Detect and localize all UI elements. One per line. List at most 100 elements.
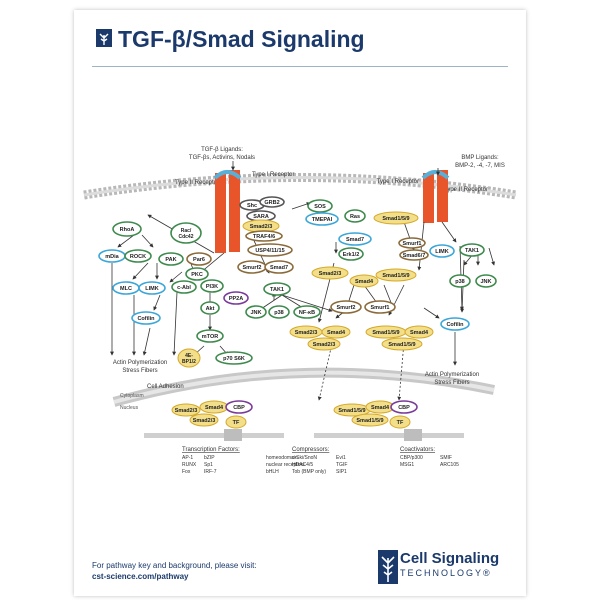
coactivators-title: Coactivators:	[400, 447, 435, 453]
footer-note: For pathway key and background, please v…	[92, 560, 257, 582]
cell-membrane	[83, 173, 517, 200]
node-label: NF-κB	[299, 310, 315, 316]
node-nu-l-cbp: CBP	[225, 400, 253, 414]
node-pkc: PKC	[185, 267, 209, 281]
node-nu-l-smad4: Smad4	[199, 400, 229, 414]
node-p38-r: p38	[449, 274, 471, 288]
factor-cell: Evi1	[336, 455, 346, 461]
tgf-type1-receptor-label: Type I Receptor	[252, 172, 294, 178]
factor-cell: RUNX	[182, 462, 197, 468]
factor-cell: HDAC4/5	[292, 462, 313, 468]
stress-fibers-left: Stress Fibers	[122, 368, 157, 374]
bmp-ligand-list: BMP-2, -4, -7, MIS	[455, 163, 505, 169]
factor-cell: CBP/p300	[400, 455, 423, 461]
node-smurf2-b: Smurf2	[330, 300, 362, 314]
node-limk-r: LIMK	[429, 244, 455, 258]
node-label: Smurf1	[371, 305, 390, 311]
node-label: TMEPAI	[312, 217, 333, 223]
factor-cell: TGIF	[336, 462, 347, 468]
node-label: Smad2/3	[313, 342, 336, 348]
node-cx-l-smad23: Smad2/3	[289, 325, 323, 339]
node-label: p38	[274, 310, 283, 316]
cell-adhesion-label: Cell Adhesion	[147, 384, 184, 390]
node-label: TAK1	[465, 248, 479, 254]
node-label: Smad1/5/9	[372, 330, 399, 336]
node-smad159-mid: Smad1/5/9	[375, 268, 417, 282]
node-jnk-r: JNK	[475, 274, 497, 288]
node-label: CBP	[398, 405, 410, 411]
node-label: Smurf1	[403, 241, 422, 247]
node-label: 4E-	[185, 353, 193, 359]
node-label: Smad2/3	[193, 418, 216, 424]
node-smad7-a: Smad7	[264, 260, 294, 274]
node-label: p70 S6K	[223, 356, 245, 362]
node-label: ROCK	[130, 254, 146, 260]
bmp-receptor	[421, 170, 450, 223]
factor-cell: Sp1	[204, 462, 213, 468]
actin-polymerization-left: Actin Polymerization	[113, 360, 167, 366]
node-label: Smad1/5/9	[388, 342, 415, 348]
brand-name: Cell Signaling	[400, 550, 500, 567]
node-mdia: mDia	[98, 249, 126, 263]
node-label: Cofilin	[446, 322, 464, 328]
node-p38-c: p38	[268, 305, 290, 319]
node-label: LIMK	[435, 249, 448, 255]
tgf-ligand-list: TGF-βs, Activins, Nodals	[189, 155, 255, 161]
node-nu-l-smad23b: Smad2/3	[189, 413, 219, 427]
node-label: LIMK	[145, 286, 158, 292]
node-rock: ROCK	[124, 249, 152, 263]
node-smad7-b: Smad7	[338, 232, 372, 246]
node-label: Smad4	[205, 405, 224, 411]
node-label: USP4/11/15	[255, 248, 284, 254]
bmp-type2-receptor-label: Type II Receptor	[444, 187, 488, 193]
node-label: Rac/	[181, 228, 192, 234]
node-tak1-c: TAK1	[263, 282, 291, 296]
node-pi3k: PI3K	[200, 279, 224, 293]
node-label: Smad4	[355, 279, 374, 285]
poster-sheet: TGF-β/Smad Signaling TGF-β Ligands: TGF	[74, 10, 526, 596]
node-limk-l: LIMK	[138, 281, 166, 295]
node-smurf1-b: Smurf1	[364, 300, 396, 314]
node-label: PKC	[191, 272, 203, 278]
node-nu-l-smad23: Smad2/3	[171, 403, 201, 417]
factor-cell: nuclear receptors	[266, 462, 305, 468]
title-text: TGF-β/Smad Signaling	[118, 26, 365, 52]
node-smad4-mid: Smad4	[349, 274, 379, 288]
node-nu-l-tf: TF	[225, 415, 247, 429]
node-p70: p70 S6K	[215, 351, 253, 365]
node-label: Par6	[193, 257, 205, 263]
node-ras: Ras	[344, 209, 366, 223]
node-label: PI3K	[206, 284, 218, 290]
pathway-diagram: TGF-β Ligands: TGF-βs, Activins, Nodals …	[83, 147, 517, 475]
node-nu-r-smad4: Smad4	[365, 400, 395, 414]
node-pp2a: PP2A	[223, 291, 249, 305]
cytoplasm-label: Cytoplasm	[120, 393, 144, 399]
node-jnk-c: JNK	[245, 305, 267, 319]
node-smurf1-r: Smurf1	[398, 237, 426, 249]
node-mlc: MLC	[112, 281, 140, 295]
factor-cell: c-Ski/SnoN	[292, 455, 317, 461]
tgf-receptor	[213, 170, 242, 253]
footer-url[interactable]: cst-science.com/pathway	[92, 572, 189, 581]
node-label: TRAF4/6	[253, 234, 275, 240]
node-pak: PAK	[158, 252, 184, 266]
node-tmepai: TMEPAI	[305, 212, 339, 226]
node-nfkb: NF-κB	[293, 305, 321, 319]
node-label: Smad4	[410, 330, 429, 336]
brand-subtitle: TECHNOLOGY®	[400, 568, 492, 578]
node-label: Smad7	[270, 265, 288, 271]
node-cabl: c-Abl	[171, 280, 197, 294]
node-grb2: GRB2	[259, 196, 285, 208]
node-label: SOS	[314, 204, 326, 210]
node-racCdc42: Rac/Cdc42	[170, 222, 202, 244]
node-label: Smad1/5/9	[356, 418, 383, 424]
node-label: Smad1/5/9	[338, 408, 365, 414]
node-par6: Par6	[186, 252, 212, 266]
node-label: Cdc42	[178, 234, 193, 240]
node-cx-l-smad4: Smad4	[321, 325, 351, 339]
transcription-factors-title: Transcription Factors:	[182, 447, 240, 453]
bmp-type1-receptor-label: Type I Receptor	[377, 179, 419, 185]
